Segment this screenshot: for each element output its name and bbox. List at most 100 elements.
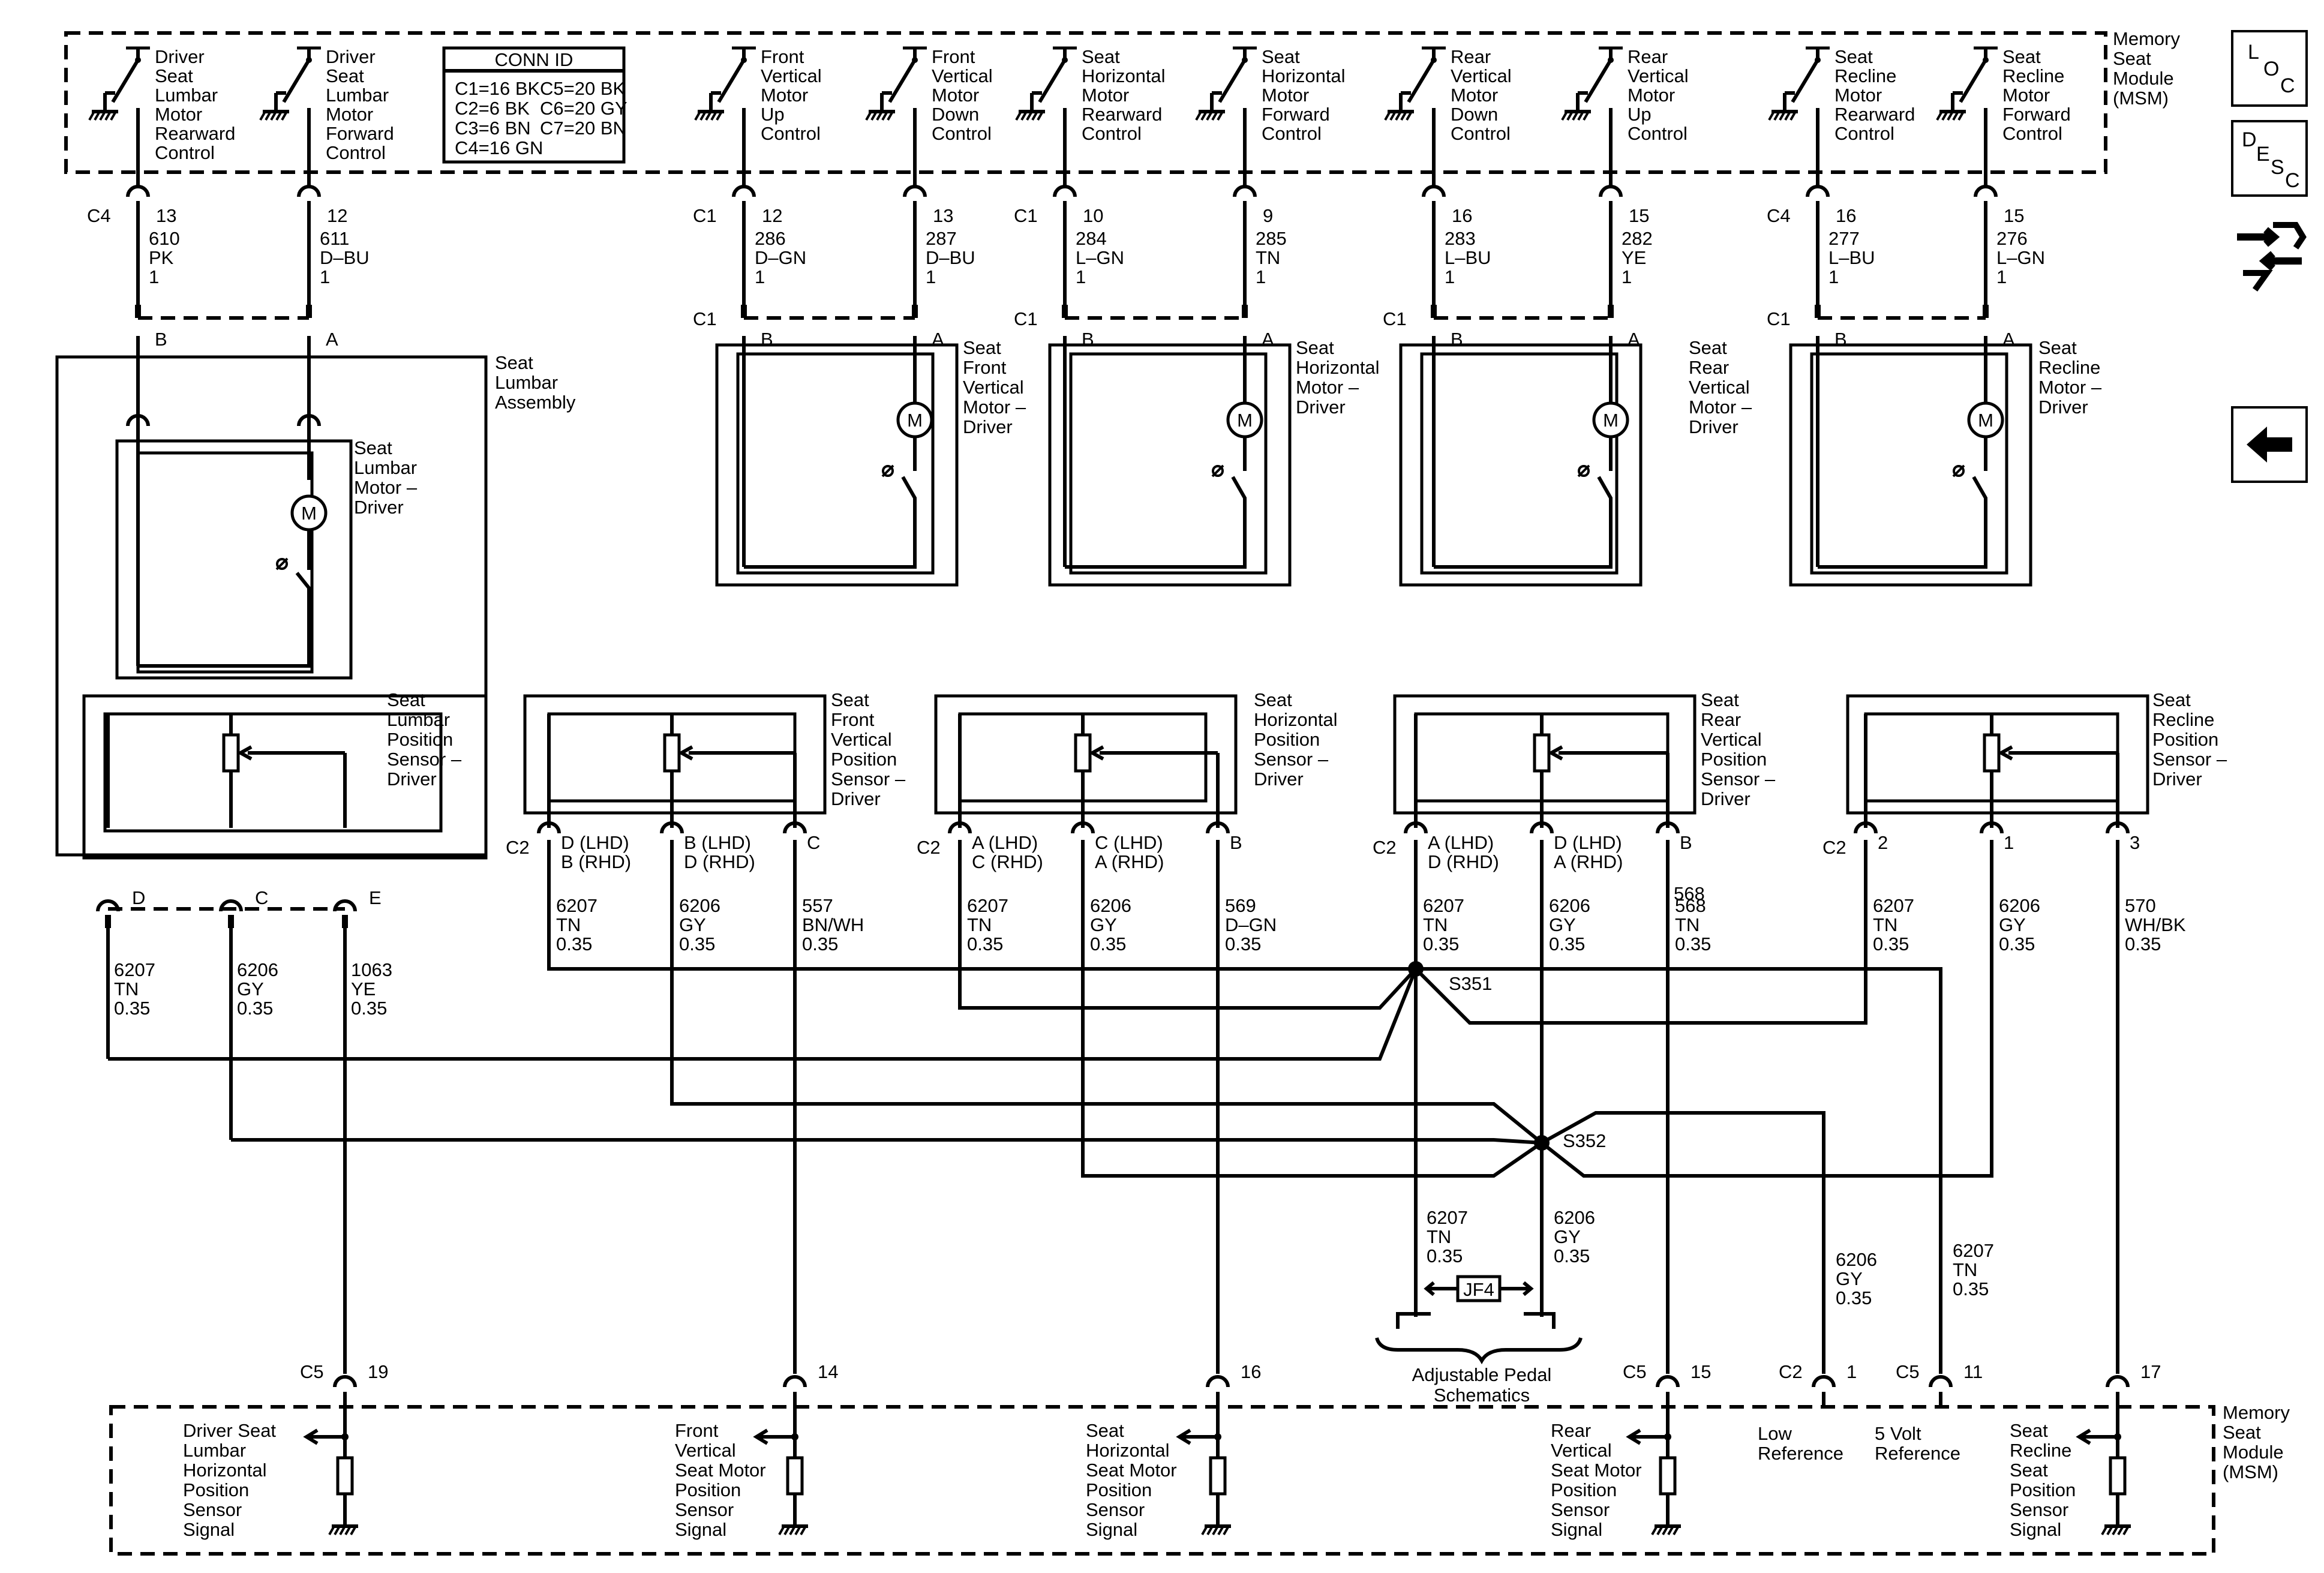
switch-label: Front <box>761 46 804 67</box>
msm-connector-terminal <box>1974 185 1998 197</box>
switch-label: Control <box>761 123 821 144</box>
motor-connector: C1 <box>1767 308 1791 329</box>
msm-connector-terminal <box>297 185 321 197</box>
msm-connector-terminal <box>1422 185 1446 197</box>
conn-id-cell: C7=20 BN <box>540 118 626 139</box>
desc-button[interactable]: D E S C <box>2231 120 2308 197</box>
msm-bottom-title: Seat <box>2223 1422 2261 1443</box>
msm-input-label: Signal <box>2010 1519 2061 1540</box>
msm-input-label: Position <box>1086 1479 1152 1500</box>
wiper-arrow <box>677 745 795 761</box>
splice-s351 <box>1408 961 1424 977</box>
connector-terminal <box>1530 821 1554 834</box>
switch-pin: 13 <box>933 205 953 226</box>
loc-button[interactable]: L O C <box>2231 30 2308 107</box>
msm-top-title: Module <box>2113 68 2174 89</box>
motor-label: Front <box>963 357 1007 378</box>
motor-label: Motor – <box>354 477 418 498</box>
sensor-connector-pin <box>228 915 234 928</box>
msm-input-label: Sensor <box>2010 1499 2068 1520</box>
msm-input-label: Vertical <box>1551 1440 1612 1461</box>
sensor-label: Position <box>1701 749 1767 770</box>
connector-icon[interactable] <box>2231 213 2308 297</box>
sensor-wire-size: 0.35 <box>1675 933 1711 954</box>
sensor-label: Position <box>387 729 453 750</box>
sensor-wire-size: 0.35 <box>1549 933 1585 954</box>
switch-pin: 13 <box>156 205 176 226</box>
switch-label: Rear <box>1628 46 1668 67</box>
switch-label: Front <box>932 46 975 67</box>
motor-pin-a: A <box>1628 329 1640 350</box>
switch-10 <box>1951 46 1998 186</box>
switch-label: Seat <box>1082 46 1120 67</box>
switch-color: PK <box>149 247 174 268</box>
sensor-wire-circuit: 6207 <box>1423 895 1464 916</box>
switch-label: Rear <box>1451 46 1491 67</box>
sensor-wire-color: GY <box>1090 914 1117 935</box>
switch-color: L–GN <box>1076 247 1124 268</box>
motor-letter: M <box>1237 410 1253 431</box>
switch-circuit: 287 <box>926 228 957 249</box>
switch-color: D–GN <box>755 247 806 268</box>
motor-label: Vertical <box>1689 377 1750 398</box>
motor-inner-box <box>1420 352 1619 575</box>
sensor-pin: E <box>369 887 382 908</box>
switch-pin: 15 <box>2004 205 2024 226</box>
msm-connector-terminal <box>903 185 927 197</box>
switch-ground <box>88 103 118 121</box>
input-ground <box>2101 1518 2131 1535</box>
sensor-connector-pin <box>105 915 111 928</box>
switch-8 <box>1576 46 1623 186</box>
motor-letter: M <box>301 503 317 524</box>
splice-s351-label: S351 <box>1449 973 1492 994</box>
low-reference-wire <box>1541 1111 1825 1374</box>
sensor-wire-color: TN <box>967 914 992 935</box>
switch-label: Control <box>1451 123 1511 144</box>
switch-label: Up <box>761 104 785 125</box>
back-button[interactable] <box>2231 406 2308 483</box>
switch-color: L–GN <box>1996 247 2045 268</box>
loc-letter-1: L <box>2248 41 2259 64</box>
msm-input-label: Signal <box>1551 1519 1602 1540</box>
sensor-box <box>82 694 488 860</box>
switch-label: Control <box>1082 123 1142 144</box>
sensor-connector: C2 <box>917 837 941 858</box>
sensor-label: Sensor – <box>1701 769 1776 789</box>
msm-connector-terminal <box>732 185 756 197</box>
sensor-connector: C2 <box>1822 837 1846 858</box>
msm-input-label: Seat Motor <box>1086 1460 1177 1481</box>
motor-connector-pin <box>135 305 141 318</box>
jf4-bracket <box>1396 1312 1431 1329</box>
msm-input-label: Sensor <box>183 1499 242 1520</box>
sensor-pin: A (LHD) <box>1428 832 1494 853</box>
msm-bottom-title: Memory <box>2223 1402 2290 1423</box>
switch-pin: 12 <box>327 205 347 226</box>
switch-color: D–BU <box>320 247 370 268</box>
motor-wire <box>744 476 917 569</box>
sensor-wire-color: TN <box>1873 914 1897 935</box>
switch-color: L–BU <box>1445 247 1491 268</box>
jf4-brace <box>1375 1337 1583 1365</box>
sensor-label: Position <box>831 749 897 770</box>
sensor-pin: D <box>132 887 145 908</box>
motor-label: Horizontal <box>1296 357 1380 378</box>
motor-connector-pin <box>306 305 312 318</box>
jf4-wire-size: 0.35 <box>1554 1245 1590 1266</box>
sensor-wire-circuit: 6206 <box>1999 895 2040 916</box>
switch-ground <box>694 103 724 121</box>
msm-connector-terminal <box>126 185 150 197</box>
pull-resistor <box>336 1456 354 1496</box>
sensor-label: Rear <box>1701 709 1741 730</box>
sensor-wire-size: 0.35 <box>114 998 150 1019</box>
sensor-box <box>1846 694 2149 815</box>
switch-label: Motor <box>932 85 979 106</box>
switch-color: D–BU <box>926 247 975 268</box>
msm-input-pin: 11 <box>1963 1361 1983 1382</box>
switch-label: Forward <box>2002 104 2071 125</box>
motor-label: Vertical <box>963 377 1024 398</box>
msm-connector-terminal <box>1233 185 1257 197</box>
sensor-wire-color: GY <box>1549 914 1576 935</box>
motor-connector-pin <box>1983 305 1989 318</box>
msm-bottom-title: Module <box>2223 1442 2284 1463</box>
sensor-wire-color: GY <box>679 914 706 935</box>
